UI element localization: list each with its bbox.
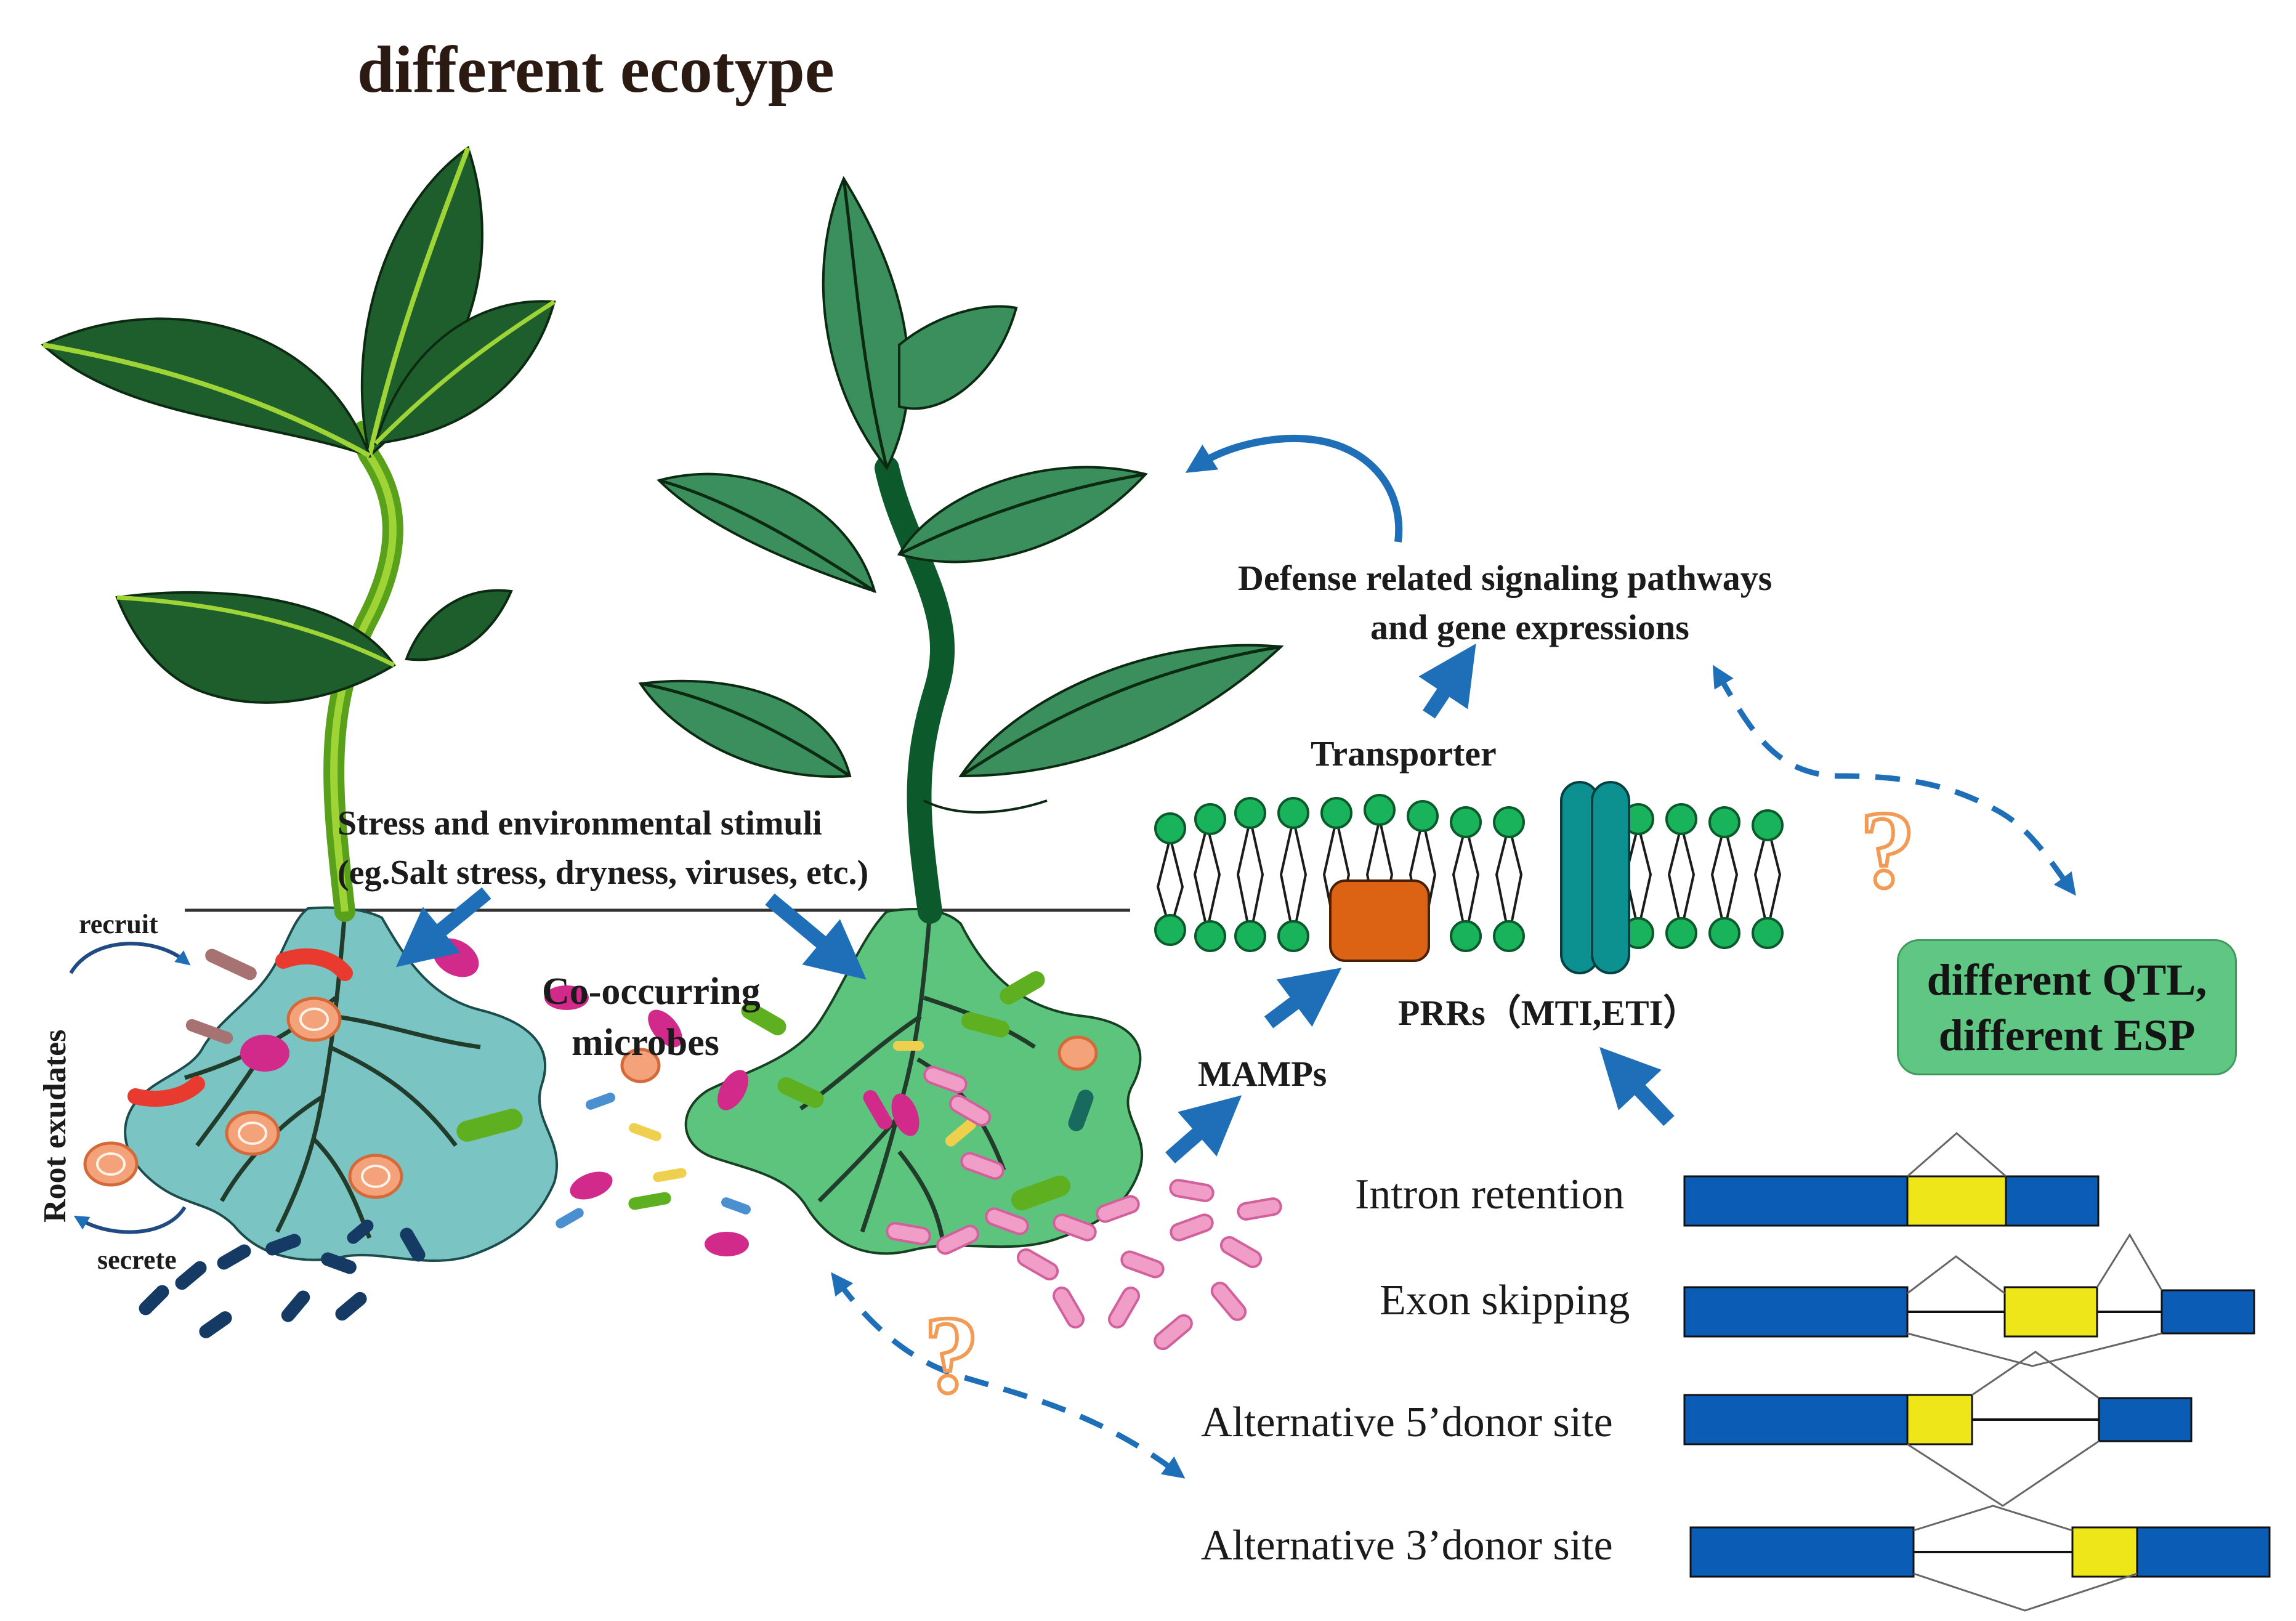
ir-exon-1 (1683, 1175, 1909, 1227)
a3-exon-2 (2136, 1526, 2271, 1578)
left-leaf-low-left (115, 591, 396, 704)
right-leaf-top (822, 176, 910, 471)
root-exudates-label: Root exudates (38, 1029, 73, 1223)
left-leaf-low-right (405, 589, 513, 661)
qtl-box-line2: different ESP (1938, 1010, 2196, 1060)
es-exon-3 (2161, 1289, 2255, 1335)
diagram-title: different ecotype (357, 33, 835, 107)
dashed-arrow-qtl (1712, 665, 2076, 896)
recruit-arrow (69, 942, 191, 974)
right-rhizosphere (684, 908, 1144, 1255)
membrane-tails (1156, 819, 1782, 937)
transporter-protein (1329, 879, 1430, 962)
mamps-label: MAMPs (1198, 1054, 1327, 1094)
a5-alt-region (1906, 1394, 1973, 1445)
splicing-diagrams (1683, 1132, 2271, 1612)
microbes-middle (544, 985, 920, 1256)
question-mark-bottom: ? (924, 1293, 979, 1416)
cooccurring-label-line2: microbes (572, 1022, 719, 1064)
transporter-label: Transporter (1311, 734, 1497, 774)
cooccurring-label-line1: Co-occurring (542, 971, 761, 1013)
defense-label-line1: Defense related signaling pathways (1238, 558, 1773, 598)
stress-label-line2: (eg.Salt stress, dryness, viruses, etc.) (338, 854, 869, 892)
defense-label-line2: and gene expressions (1370, 607, 1689, 647)
intron-retention-label: Intron retention (1355, 1171, 1625, 1218)
ir-exon-2 (2005, 1175, 2100, 1227)
prr-receptor-right (1591, 781, 1630, 974)
right-leaf-low-left (638, 679, 852, 778)
recruit-label: recruit (79, 909, 158, 939)
stress-label-line1: Stress and environmental stimuli (338, 804, 822, 843)
right-leaf-low-right (958, 644, 1284, 778)
secrete-label: secrete (97, 1245, 177, 1275)
membrane-heads (1154, 794, 1784, 952)
right-plant (638, 176, 1284, 1255)
ir-intron (1906, 1175, 2007, 1227)
a5-exon-1 (1683, 1394, 1909, 1445)
left-rhizosphere (124, 906, 559, 1263)
a3-alt-region (2071, 1526, 2138, 1578)
prrs-label: PRRs（MTI,ETI） (1398, 993, 1699, 1033)
feedback-curved-arrow (1185, 434, 1403, 543)
es-exon-1 (1683, 1286, 1909, 1338)
right-leaf-top-right (898, 305, 1018, 410)
question-mark-right: ? (1860, 788, 1915, 911)
qtl-esp-box: different QTL, different ESP (1897, 939, 2237, 1075)
secrete-arrow (73, 1206, 187, 1234)
blue-arrows (395, 644, 1675, 1164)
alt-5-donor-label: Alternative 5’donor site (1201, 1399, 1613, 1446)
alt-3-donor-label: Alternative 3’donor site (1201, 1522, 1613, 1569)
cell-membrane (1154, 781, 1784, 974)
qtl-box-line1: different QTL, (1926, 955, 2207, 1005)
microbes-right (741, 971, 1282, 1351)
a5-exon-2 (2098, 1397, 2193, 1442)
left-plant (41, 145, 559, 1263)
dashed-arrow-microbes (831, 1272, 1186, 1479)
exon-skipping-label: Exon skipping (1380, 1277, 1630, 1324)
